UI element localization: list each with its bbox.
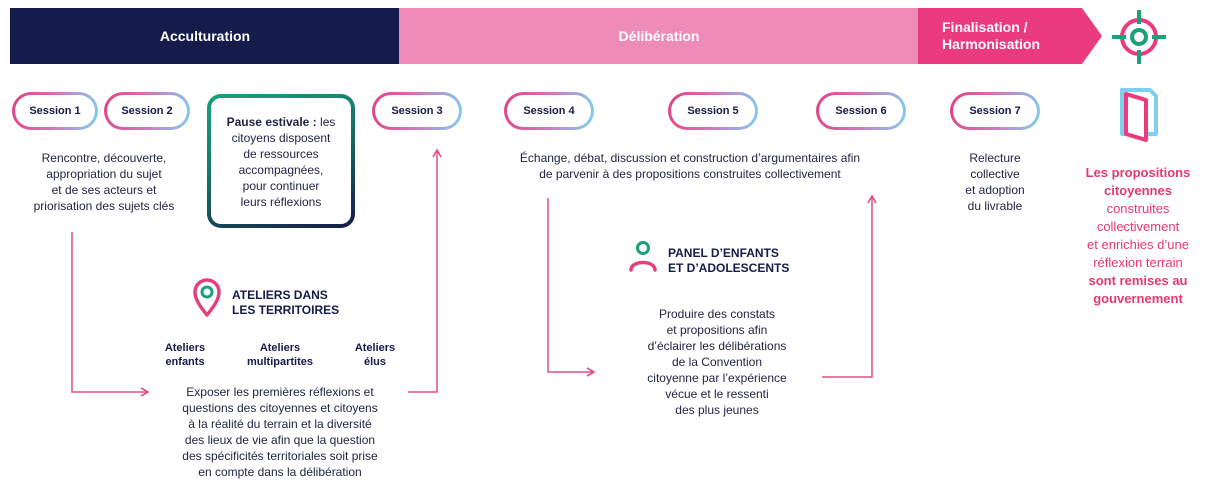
phase-acculturation: Acculturation [10,8,400,64]
session-3-pill: Session 3 [372,92,462,130]
ateliers-title: ATELIERS DANS LES TERRITOIRES [232,288,340,317]
ateliers-multipartites-label: Ateliers multipartites [246,342,313,368]
session-7-pill: Session 7 [950,92,1040,130]
phase-deliberation: Délibération [399,8,919,64]
deliberation-description: Échange, débat, discussion et constructi… [519,151,861,181]
arrow-ateliers-to-session3 [408,148,442,393]
ateliers-description: Exposer les premières réflexions et ques… [182,385,378,479]
session-6-pill: Session 6 [816,92,906,130]
session-5-pill: Session 5 [668,92,758,130]
document-icon [1116,84,1162,144]
panel-title: PANEL D’ENFANTS ET D’ADOLESCENTS [668,246,790,275]
session-2-pill: Session 2 [104,92,190,130]
arrow-panel-to-session6 [822,194,877,378]
session-7-description: Relecture collective et adoption du livr… [965,151,1025,213]
panel-description: Produire des constats et propositions af… [647,307,787,417]
location-pin-icon [192,278,222,318]
target-crosshair-icon [1110,8,1168,66]
ateliers-enfants-label: Ateliers enfants [164,342,206,368]
arrow-deliberation-to-panel [547,198,596,377]
pause-estivale-box: Pause estivale : les citoyens disposent … [207,94,355,228]
arrow-session1-to-ateliers [71,232,150,397]
person-icon [628,240,658,274]
phase-finalisation: Finalisation /Harmonisation [918,8,1102,64]
ateliers-elus-label: Ateliers élus [354,342,396,368]
result-text: Les propositions citoyennes construites … [1085,165,1191,306]
session-4-pill: Session 4 [504,92,594,130]
session-1-description: Rencontre, découverte, appropriation du … [33,151,175,213]
session-1-pill: Session 1 [12,92,98,130]
